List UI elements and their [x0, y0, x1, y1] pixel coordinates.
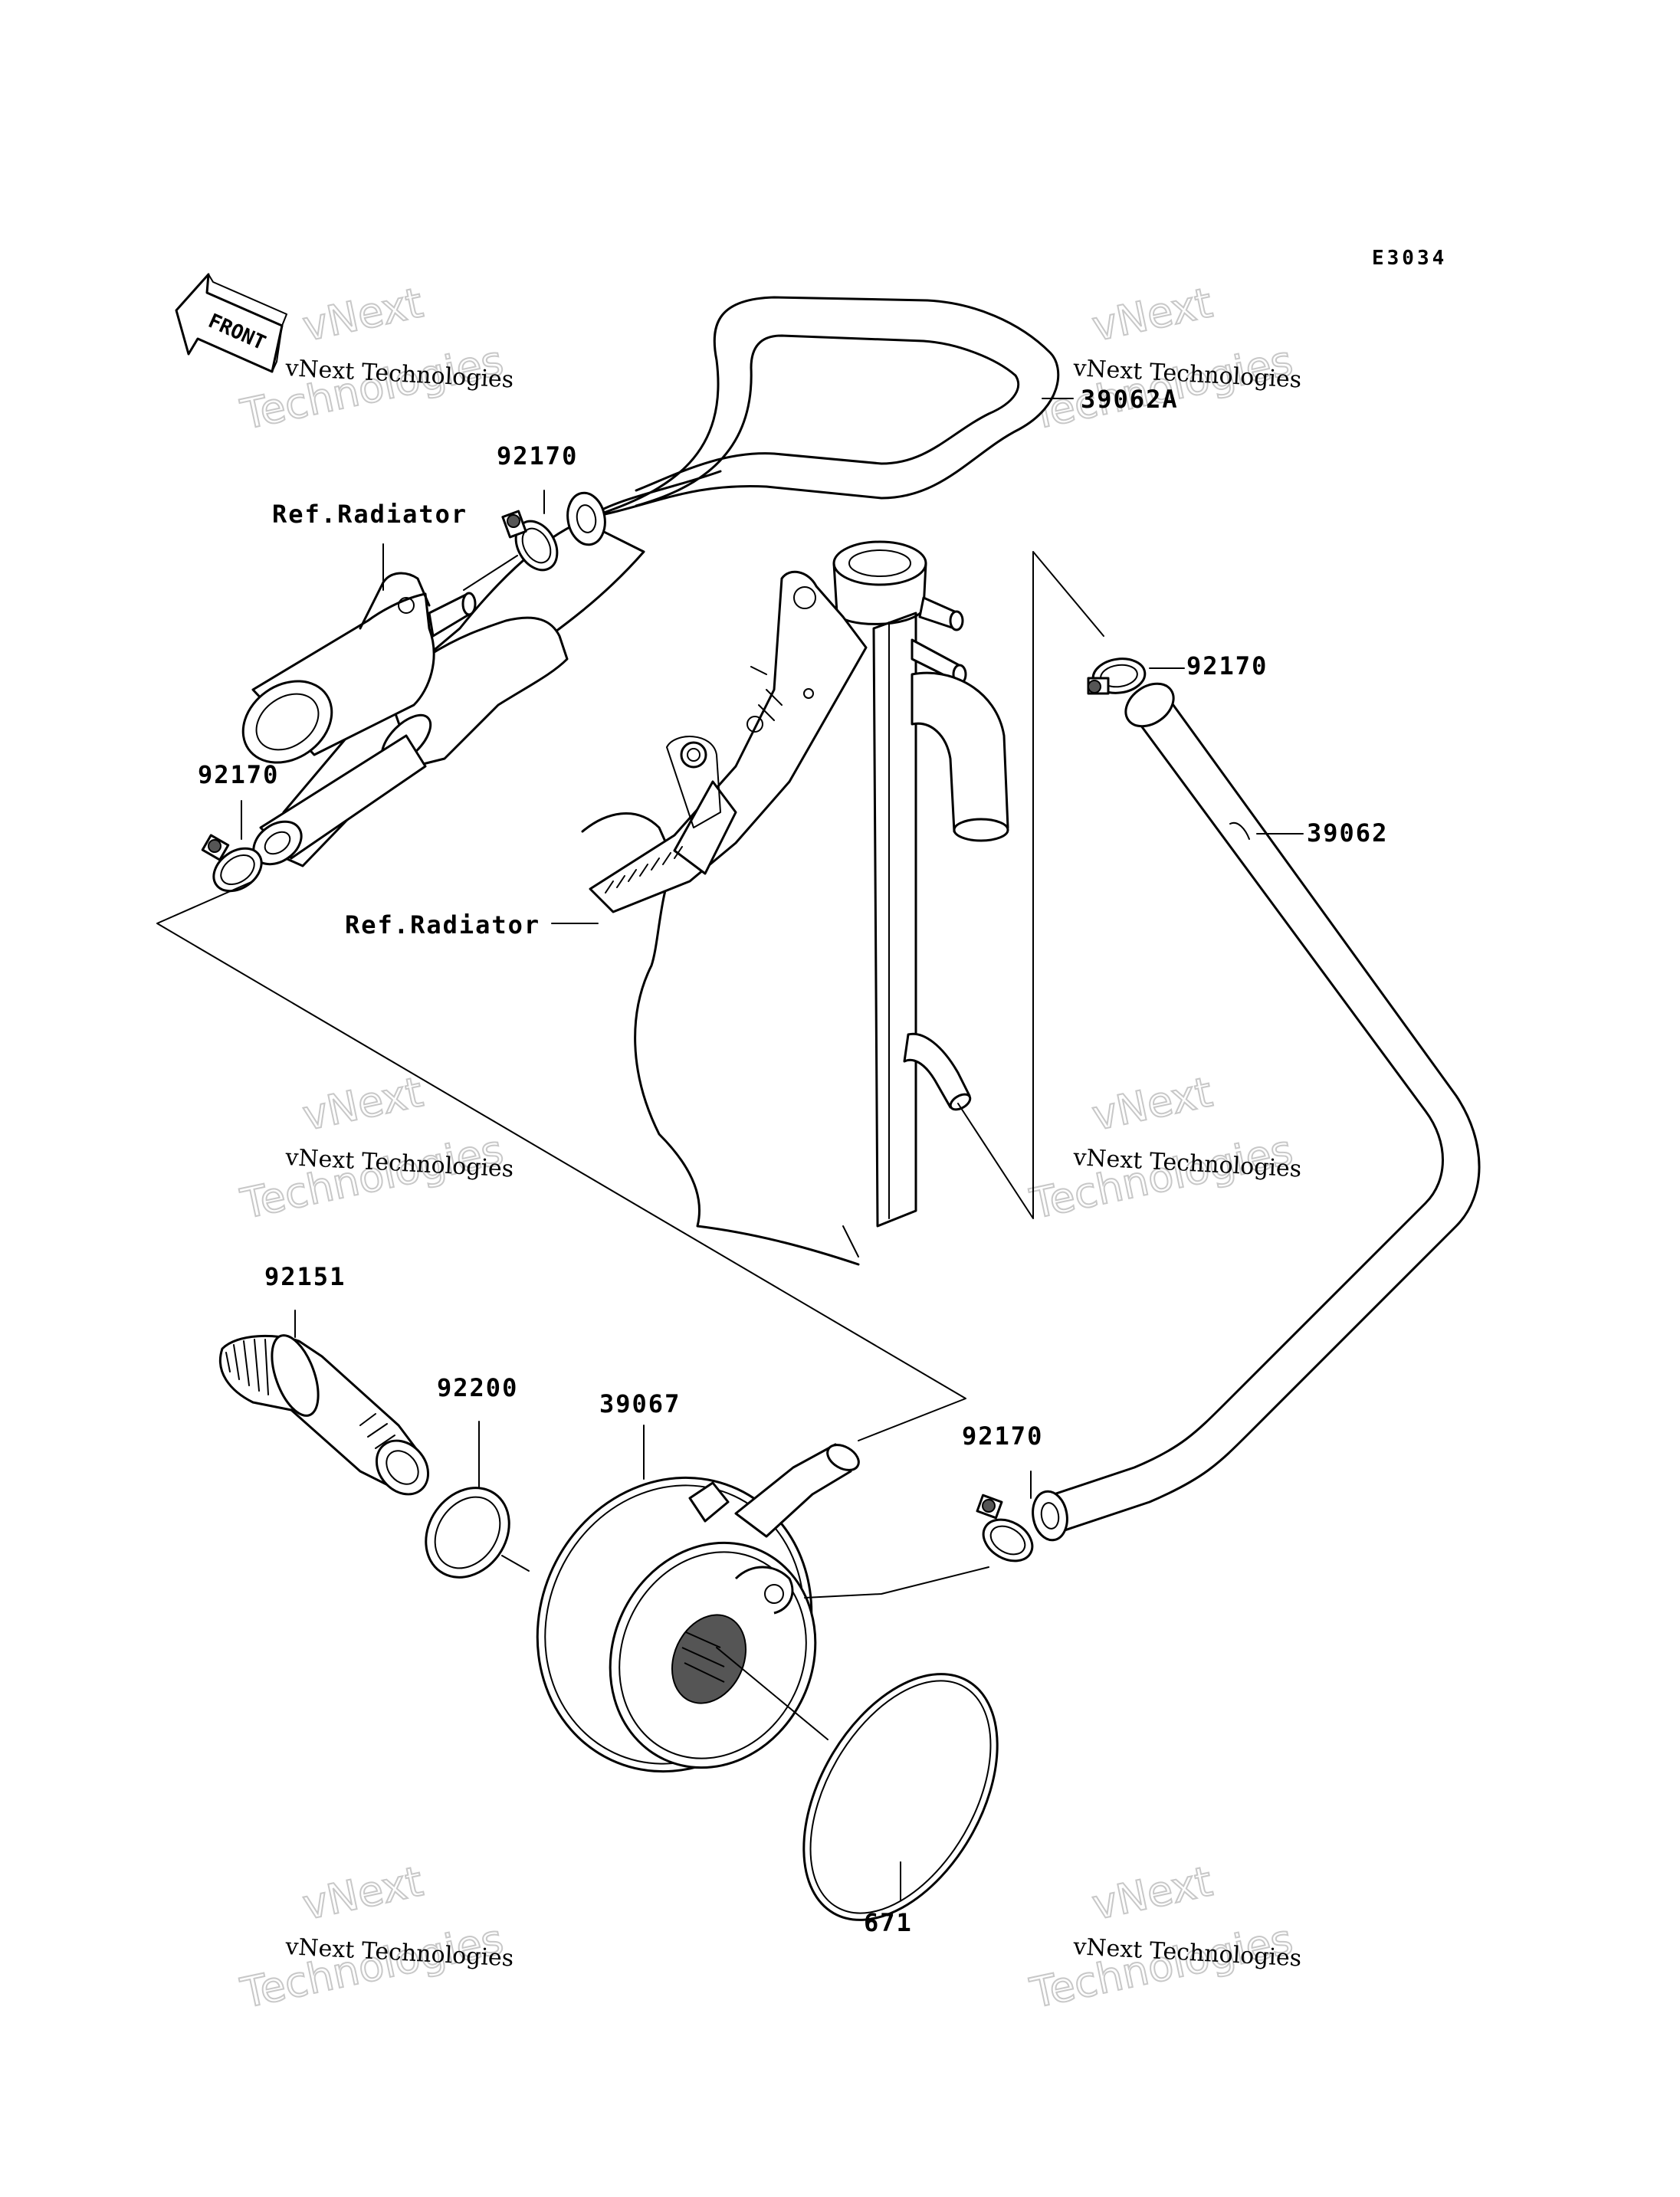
clamp-92170-right-upper [1087, 657, 1147, 695]
label-92170-right-upper: 92170 [1186, 651, 1268, 680]
front-arrow-icon: FRONT [175, 273, 287, 373]
label-92170-left: 92170 [198, 760, 279, 789]
svg-text:vNext: vNext [299, 1067, 427, 1139]
label-92151: 92151 [264, 1262, 346, 1291]
clamp-92170-upper [501, 510, 559, 572]
svg-text:vNext: vNext [1088, 1067, 1216, 1139]
label-ref-radiator-upper: Ref.Radiator [272, 500, 468, 529]
svg-text:vNext: vNext [1088, 278, 1216, 350]
watermark-bottom-left: vNext Technologies vNext Technologies [236, 1856, 514, 2018]
svg-text:vNext: vNext [299, 278, 427, 350]
watermark-top-right: vNext Technologies vNext Technologies [1025, 277, 1302, 440]
watermark-bottom-right: vNext Technologies vNext Technologies [1025, 1856, 1302, 2018]
leader-lines [156, 398, 1304, 1901]
oil-cooler-39067 [536, 1443, 860, 1773]
radiator-pipe-fitting [241, 572, 477, 764]
label-92200: 92200 [437, 1373, 518, 1402]
clamp-92170-right-lower [976, 1494, 1034, 1562]
union-bolt-92151 [218, 1334, 430, 1496]
svg-text:vNext: vNext [1088, 1857, 1216, 1929]
label-92170-right-lower: 92170 [962, 1421, 1043, 1451]
label-671: 671 [864, 1908, 913, 1937]
label-39062a: 39062A [1081, 385, 1179, 414]
svg-text:vNext: vNext [299, 1857, 427, 1929]
label-39062: 39062 [1307, 818, 1388, 848]
watermark-middle-left: vNext Technologies vNext Technologies [236, 1067, 514, 1229]
clamp-92170-left [201, 834, 263, 893]
label-92170-upper: 92170 [497, 441, 578, 471]
gasket-92200 [425, 1487, 510, 1579]
radiator-reference [581, 540, 1009, 1266]
label-ref-radiator-lower: Ref.Radiator [345, 910, 540, 939]
diagram-code: E3034 [1372, 247, 1447, 270]
watermark-middle-right: vNext Technologies vNext Technologies [1025, 1067, 1302, 1229]
o-ring-671 [802, 1673, 999, 1921]
label-39067: 39067 [599, 1389, 681, 1418]
hose-39062 [1032, 682, 1481, 1542]
watermark-top-left: vNext Technologies vNext Technologies [236, 277, 514, 440]
